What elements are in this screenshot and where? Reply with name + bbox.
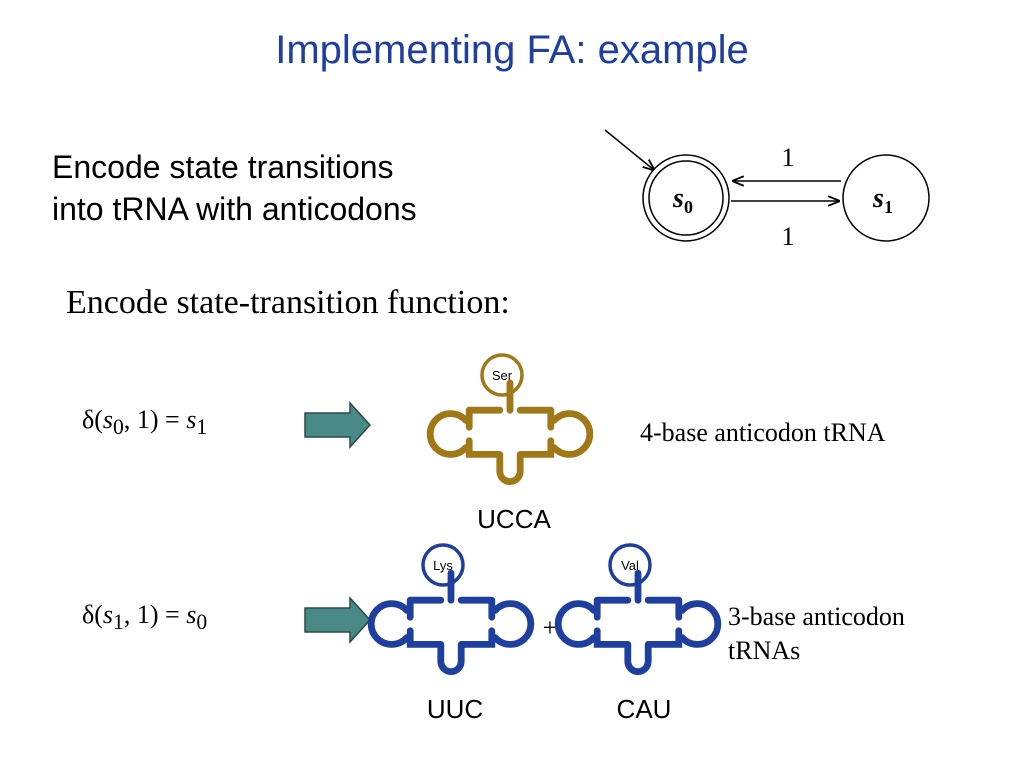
from-state: s <box>102 405 114 434</box>
to-state: s <box>186 405 197 434</box>
input-symbol: , 1) = <box>123 600 187 629</box>
rule-1-description: 4-base anticodon tRNA <box>640 418 886 447</box>
intro-line-1: Encode state transitions <box>52 149 394 185</box>
intro-text: Encode state transitions into tRNA with … <box>52 146 417 230</box>
state-s1: s1 <box>842 154 930 242</box>
state-s0-label: s0 <box>672 183 693 217</box>
to-state-sub: 1 <box>196 415 208 440</box>
input-symbol: , 1) = <box>123 405 187 434</box>
trna-lys-amino-acid-label: Lys <box>433 558 453 573</box>
rule-2-description-line-1: 3-base anticodon <box>728 602 905 631</box>
intro-line-2: into tRNA with anticodons <box>52 191 417 227</box>
delta-symbol: δ( <box>82 600 103 629</box>
trna-ser-amino-acid-label: Ser <box>492 368 513 383</box>
rule-2-description-line-2: tRNAs <box>728 636 801 665</box>
from-state-sub: 0 <box>113 415 124 440</box>
block-arrow-right-icon <box>304 401 372 449</box>
rule-2-equation: δ(s1, 1) = s0 <box>82 600 207 635</box>
to-state: s <box>186 600 197 629</box>
page-title: Implementing FA: example <box>275 28 749 72</box>
trna-lys-shape-icon <box>371 573 531 672</box>
section-subtitle: Encode state-transition function: <box>66 284 510 321</box>
trna-val-amino-acid-label: Val <box>621 558 639 573</box>
transition-bottom-label: 1 <box>782 222 795 251</box>
state-s0: s0 <box>642 154 730 242</box>
block-arrow-right-icon <box>304 596 372 644</box>
state-s1-label: s1 <box>872 183 893 217</box>
transition-top-label: 1 <box>782 143 795 172</box>
trna-lys: Lys UUC <box>371 543 531 724</box>
rule-2-description: 3-base anticodon tRNAs <box>728 600 905 668</box>
automaton-diagram: s0 s1 1 1 <box>604 129 930 251</box>
from-state-sub: 1 <box>113 610 124 635</box>
trna-val: Val CAU <box>558 543 718 724</box>
state-s0-inner-circle <box>648 160 724 236</box>
from-state: s <box>102 600 114 629</box>
state-s1-circle <box>842 154 930 242</box>
rule-1-equation: δ(s0, 1) = s1 <box>82 405 207 440</box>
trna-ser-shape-icon <box>430 383 590 482</box>
trna-ser: Ser UCCA <box>430 353 590 534</box>
state-s0-outer-circle <box>642 154 730 242</box>
trna-lys-anticodon: UUC <box>427 694 483 724</box>
trna-val-anticodon: CAU <box>617 694 672 724</box>
initial-state-arrow <box>604 129 654 170</box>
plus-sign: + <box>543 613 558 642</box>
trna-val-shape-icon <box>558 573 718 672</box>
to-state-sub: 0 <box>196 610 208 635</box>
trna-ser-anticodon: UCCA <box>477 504 551 534</box>
delta-symbol: δ( <box>82 405 103 434</box>
